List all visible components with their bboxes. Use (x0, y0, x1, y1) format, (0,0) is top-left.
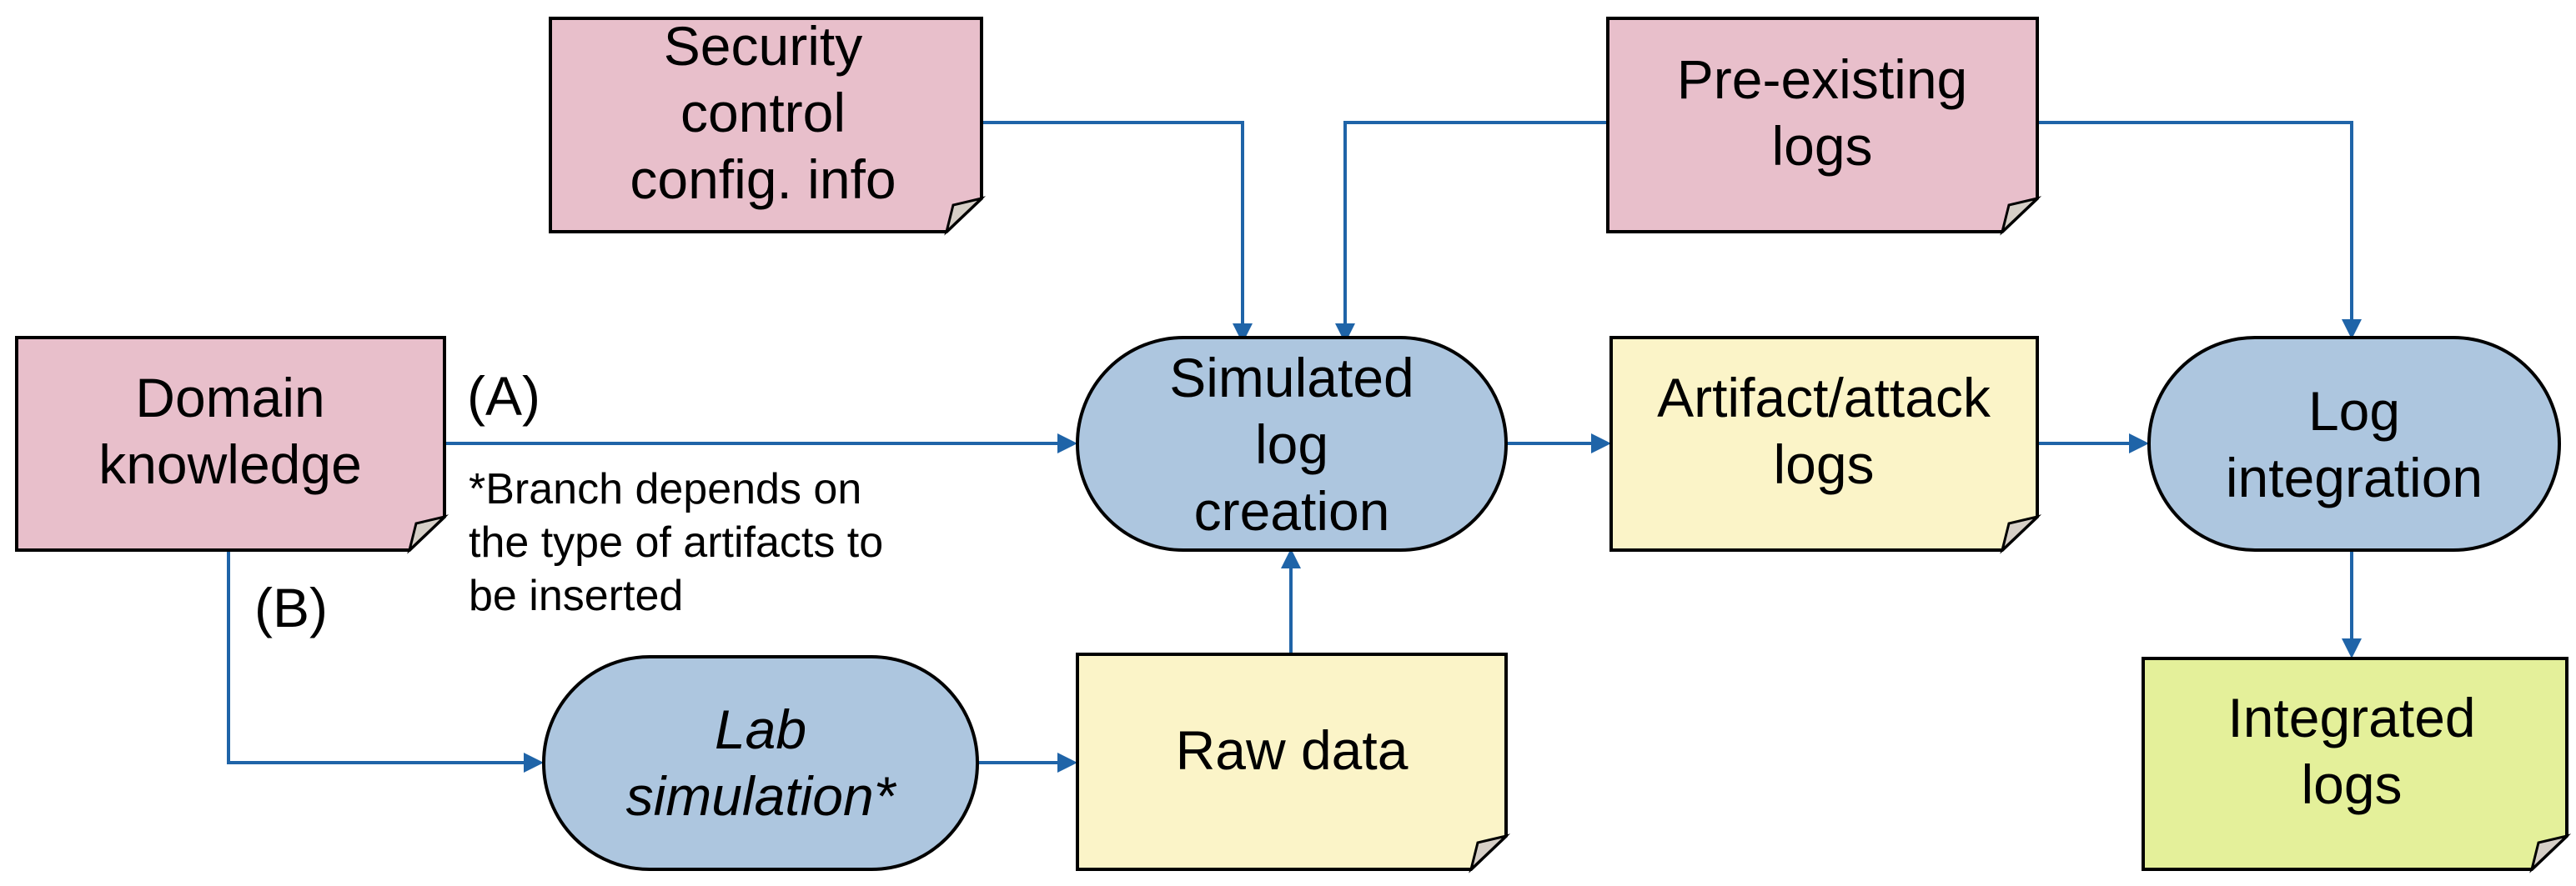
artifact-line-1: Artifact/attack (1657, 367, 1991, 428)
node-lab-simulation: Lab simulation* (542, 655, 979, 871)
lab-simulation-line-2: simulation* (626, 765, 897, 827)
domain-knowledge-line-1: Domain (135, 367, 324, 428)
pre-existing-line-2: logs (1771, 115, 1872, 177)
simulated-line-2: log (1255, 413, 1328, 475)
security-config-line-1: Security (664, 15, 862, 77)
branch-note-line-3: be inserted (469, 572, 683, 620)
edge-domain-to-lab-b (227, 550, 525, 764)
log-integration-line-2: integration (2226, 447, 2483, 508)
pre-existing-line-1: Pre-existing (1677, 48, 1967, 110)
arrow-simulated-to-artifact (1591, 433, 1611, 453)
arrow-artifact-to-integration (2129, 433, 2149, 453)
integrated-line-2: logs (2301, 753, 2402, 815)
lab-simulation-line-1: Lab (715, 698, 806, 760)
node-integrated-logs: Integrated logs (2142, 657, 2572, 873)
branch-note: *Branch depends on the type of artifacts… (469, 465, 883, 620)
node-simulated-log-creation: Simulated log creation (1076, 336, 1508, 552)
arrow-domain-to-lab-b (524, 753, 544, 773)
raw-data-line-1: Raw data (1176, 719, 1409, 781)
arrow-preexisting-to-integration (2342, 319, 2362, 339)
branch-note-line-1: *Branch depends on (469, 465, 861, 513)
arrow-domain-to-simulated-a (1057, 433, 1077, 453)
security-config-line-3: config. info (630, 148, 896, 210)
log-integration-line-1: Log (2308, 380, 2400, 442)
branch-note-line-2: the type of artifacts to (469, 518, 883, 567)
arrow-security-to-simulated (1233, 323, 1253, 343)
arrow-rawdata-to-simulated (1281, 548, 1301, 568)
edge-security-to-simulated (982, 121, 1244, 325)
artifact-line-2: logs (1773, 433, 1874, 495)
simulated-line-3: creation (1194, 480, 1390, 542)
edge-preexisting-to-integration (2037, 121, 2353, 321)
node-security-config: Security control config. info (549, 15, 987, 236)
simulated-line-1: Simulated (1169, 347, 1414, 408)
node-artifact-attack-logs: Artifact/attack logs (1609, 336, 2042, 554)
security-config-line-2: control (680, 82, 846, 143)
node-pre-existing-logs: Pre-existing logs (1606, 17, 2042, 236)
branch-label-b: (B) (254, 577, 328, 638)
node-domain-knowledge: Domain knowledge (15, 336, 449, 554)
arrow-preexisting-to-simulated (1335, 323, 1355, 343)
domain-knowledge-line-2: knowledge (98, 433, 362, 495)
branch-label-a: (A) (467, 365, 540, 427)
node-log-integration: Log integration (2147, 336, 2561, 552)
node-raw-data: Raw data (1076, 653, 1511, 873)
arrow-integration-to-integrated (2342, 638, 2362, 658)
connectors (227, 121, 2362, 773)
edge-preexisting-to-simulated (1343, 121, 1608, 325)
arrow-lab-to-rawdata (1057, 753, 1077, 773)
integrated-line-1: Integrated (2227, 687, 2475, 748)
